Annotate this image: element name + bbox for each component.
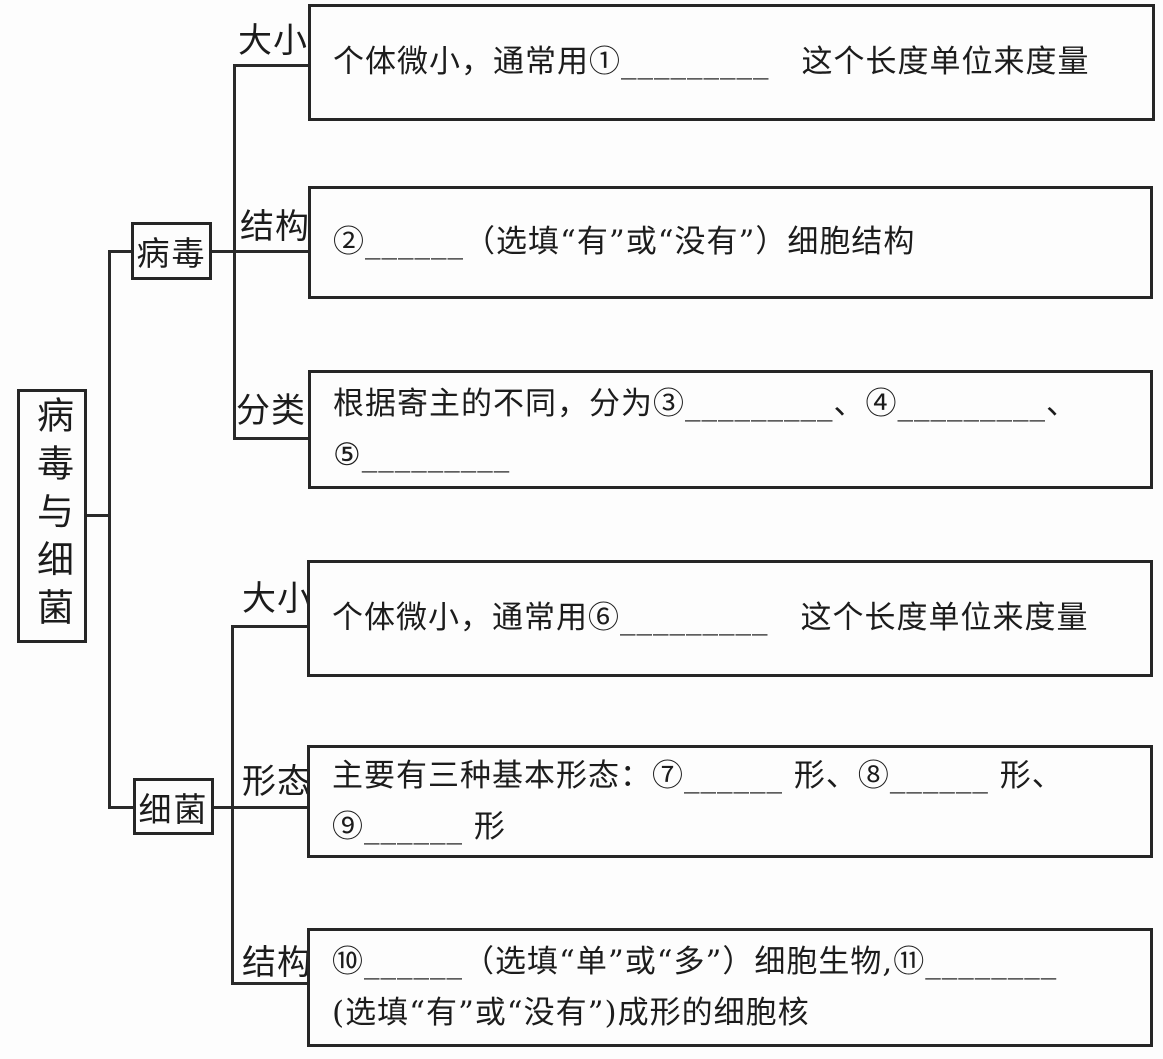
bacteria-morphology-text: 主要有三种基本形态：⑦______ 形、⑧______ 形、 ⑨______ 形 bbox=[332, 758, 1064, 845]
virus-connector-line bbox=[108, 250, 133, 253]
bacteria-structure-box: ⑩______（选填“单”或“多”）细胞生物,⑪________ (选填“有”或… bbox=[307, 928, 1153, 1047]
bacteria-structure-category-label: 结构 bbox=[242, 943, 312, 983]
bacteria-connector-line bbox=[108, 806, 135, 809]
virus-classification-line bbox=[233, 437, 310, 440]
virus-classification-text: 根据寄主的不同，分为③_________、④_________、 ⑤______… bbox=[333, 386, 1078, 473]
bacteria-structure-text: ⑩______（选填“单”或“多”）细胞生物,⑪________ (选填“有”或… bbox=[332, 944, 1058, 1031]
bacteria-morphology-box: 主要有三种基本形态：⑦______ 形、⑧______ 形、 ⑨______ 形 bbox=[307, 745, 1153, 858]
root-node-label: 病毒与细菌 bbox=[30, 396, 74, 636]
root-connector-line bbox=[86, 514, 110, 517]
bacteria-size-category-label: 大小 bbox=[242, 579, 312, 619]
virus-size-text: 个体微小，通常用①_________ 这个长度单位来度量 bbox=[333, 44, 1090, 81]
virus-structure-line bbox=[210, 250, 310, 253]
virus-classification-box: 根据寄主的不同，分为③_________、④_________、 ⑤______… bbox=[308, 370, 1153, 489]
bacteria-node: 细菌 bbox=[133, 778, 214, 835]
virus-structure-text: ②______（选填“有”或“没有”）细胞结构 bbox=[333, 224, 916, 261]
bacteria-size-text: 个体微小，通常用⑥_________ 这个长度单位来度量 bbox=[332, 600, 1089, 637]
bacteria-structure-line bbox=[231, 982, 309, 985]
virus-node-label: 病毒 bbox=[136, 234, 207, 273]
virus-size-line bbox=[233, 64, 310, 67]
virus-size-category-label: 大小 bbox=[238, 21, 308, 61]
virus-structure-box: ②______（选填“有”或“没有”）细胞结构 bbox=[308, 186, 1153, 299]
bacteria-size-box: 个体微小，通常用⑥_________ 这个长度单位来度量 bbox=[307, 560, 1153, 677]
bacteria-morphology-category-label: 形态 bbox=[242, 762, 312, 802]
virus-classification-category-label: 分类 bbox=[236, 391, 306, 431]
virus-structure-category-label: 结构 bbox=[240, 207, 310, 247]
bacteria-size-line bbox=[231, 625, 309, 628]
bacteria-morphology-line bbox=[212, 806, 309, 809]
bacteria-node-label: 细菌 bbox=[138, 789, 209, 829]
virus-size-box: 个体微小，通常用①_________ 这个长度单位来度量 bbox=[308, 4, 1155, 121]
trunk-vertical-line bbox=[108, 250, 111, 809]
root-node: 病毒与细菌 bbox=[17, 389, 87, 643]
virus-branch-vertical-line bbox=[233, 64, 236, 440]
virus-node: 病毒 bbox=[131, 222, 212, 280]
bacteria-branch-vertical-line bbox=[231, 625, 234, 985]
